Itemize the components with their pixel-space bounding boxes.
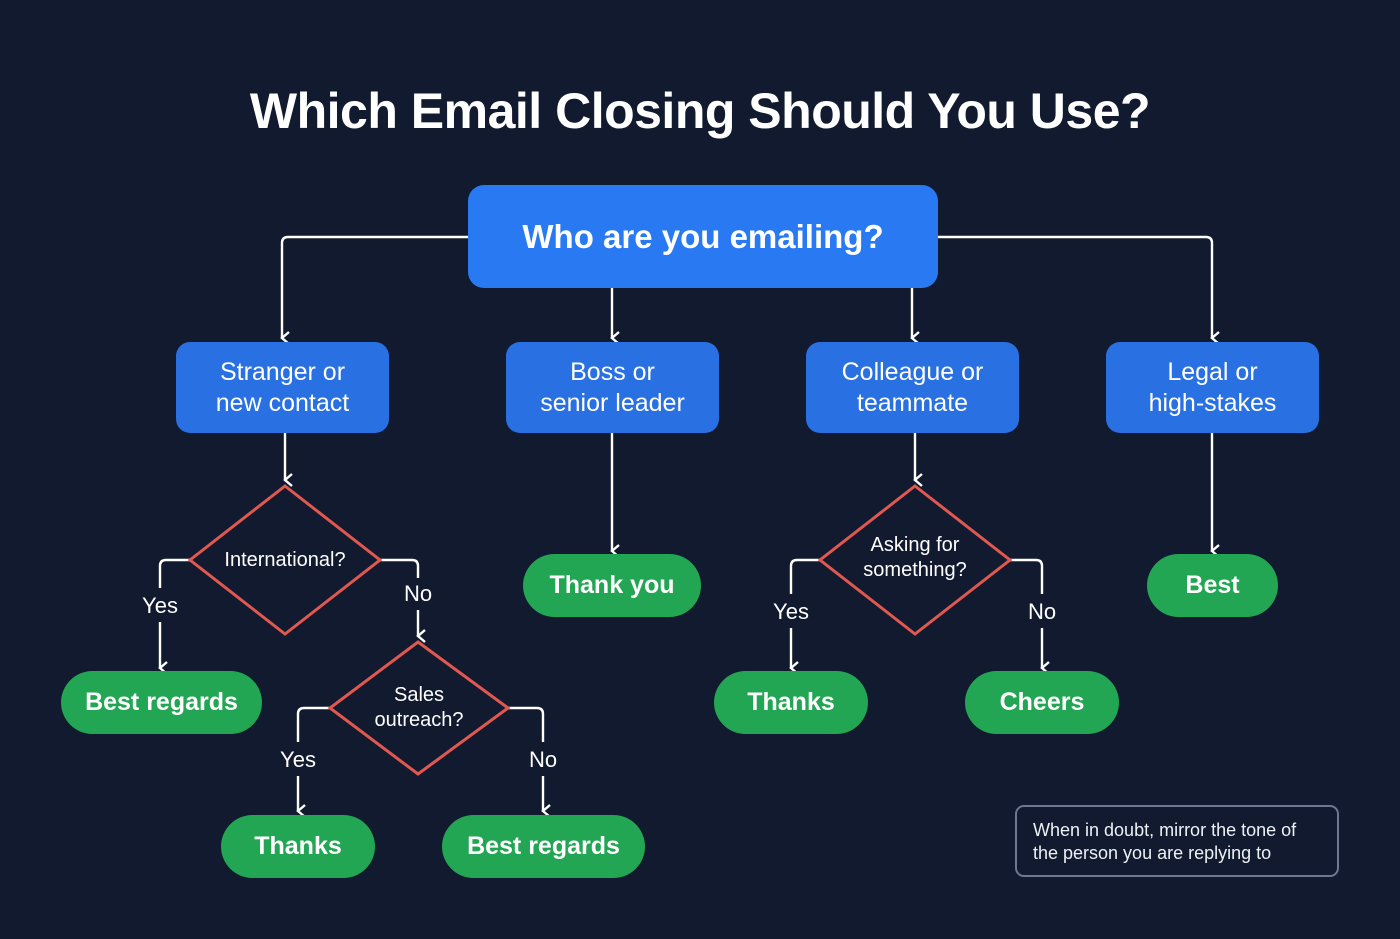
- branch-label-no: No: [403, 581, 433, 606]
- outcome-best-regards: Best regards: [442, 815, 645, 878]
- category-boss-node: Boss or senior leader: [506, 342, 719, 433]
- branch-label-no: No: [1027, 599, 1057, 624]
- outcome-thanks: Thanks: [221, 815, 375, 878]
- decision-international-label: International?: [224, 548, 346, 571]
- outcome-thanks: Thanks: [714, 671, 868, 734]
- branch-label-yes: Yes: [280, 747, 316, 772]
- outcome-best: Best: [1147, 554, 1278, 617]
- branch-label-yes: Yes: [142, 593, 178, 618]
- branch-label-no: No: [528, 747, 558, 772]
- diagram-title: Which Email Closing Should You Use?: [249, 83, 1151, 139]
- outcome-best-regards: Best regards: [61, 671, 262, 734]
- decision-sales-diamond: [327, 640, 511, 776]
- decision-international-diamond: [187, 484, 383, 636]
- category-colleague-node: Colleague or teammate: [806, 342, 1019, 433]
- decision-sales-label: Sales outreach?: [374, 684, 464, 731]
- decision-asking-diamond: [817, 484, 1013, 636]
- decision-asking-label: Asking for something?: [863, 534, 967, 581]
- tip-note: When in doubt, mirror the tone of the pe…: [1015, 805, 1339, 877]
- branch-label-yes: Yes: [773, 599, 809, 624]
- category-stranger-node: Stranger or new contact: [176, 342, 389, 433]
- category-legal-node: Legal or high-stakes: [1106, 342, 1319, 433]
- root-question-node: Who are you emailing?: [468, 185, 938, 288]
- outcome-thank-you: Thank you: [523, 554, 701, 617]
- outcome-cheers: Cheers: [965, 671, 1119, 734]
